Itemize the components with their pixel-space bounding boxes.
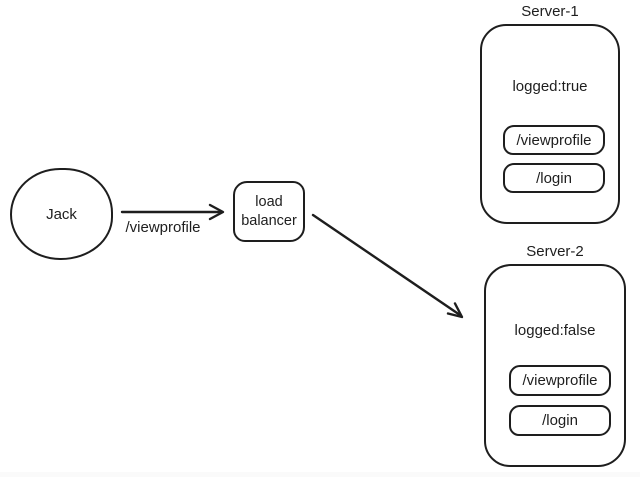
route-arrow (311, 213, 464, 319)
server-1-endpoint-login: /login (503, 163, 605, 193)
server-2-title: Server-2 (526, 243, 584, 260)
actor-jack-node: Jack (10, 168, 113, 260)
server-2-node: logged:false /viewprofile /login (484, 264, 626, 467)
endpoint-label: /viewprofile (516, 131, 592, 149)
actor-jack-label: Jack (46, 205, 77, 223)
endpoint-label: /viewprofile (522, 372, 598, 389)
server-1-endpoint-viewprofile: /viewprofile (503, 125, 605, 155)
canvas-bottom-edge (0, 472, 640, 477)
server-1-node: logged:true /viewprofile /login (480, 24, 620, 224)
server-1-status: logged:true (512, 78, 588, 95)
server-2-endpoint-viewprofile: /viewprofile (509, 365, 611, 396)
endpoint-label: /login (542, 412, 578, 429)
server-2-endpoint-login: /login (509, 405, 611, 436)
load-balancer-node: load balancer (233, 181, 305, 242)
server-1-title: Server-1 (521, 3, 579, 20)
server-2-status: logged:false (514, 322, 596, 339)
request-arrow (120, 203, 225, 221)
load-balancer-label: load balancer (241, 194, 297, 229)
request-arrow-label: /viewprofile (125, 219, 201, 236)
endpoint-label: /login (536, 169, 572, 187)
